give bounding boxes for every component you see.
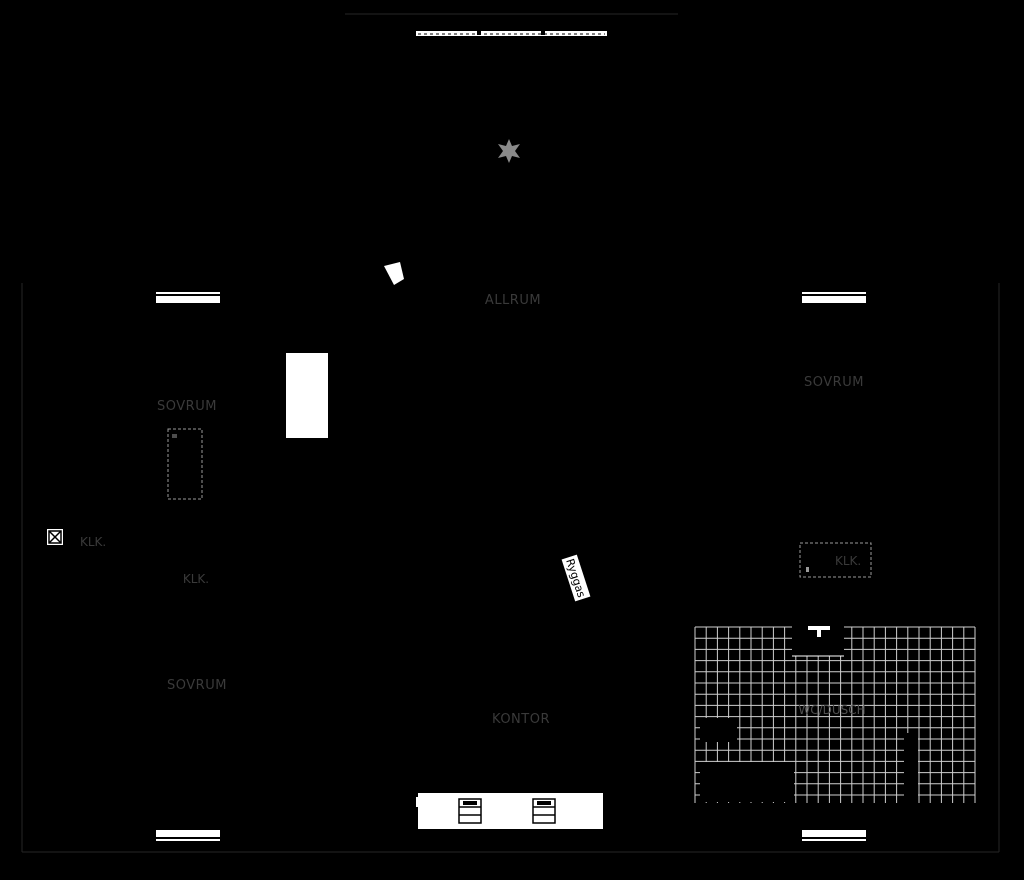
- window-lower-right: [802, 830, 866, 841]
- window-upper-left: [156, 292, 220, 303]
- room-label-allrum: ALLRUM: [485, 293, 541, 308]
- room-label-wc-dusch: WC/DUSCH: [798, 703, 865, 717]
- door-tag: [384, 262, 404, 285]
- crossed-box-icon: [47, 529, 63, 545]
- window-upper-right: [802, 292, 866, 303]
- closet-outline-right: [799, 542, 872, 578]
- bed-outline-left: [167, 428, 203, 500]
- room-label-klk-east: KLK.: [835, 554, 861, 568]
- outer-walls: [21, 13, 1000, 853]
- room-label-klk-west-outer: KLK.: [80, 535, 106, 549]
- rygg-tag: Ryggas: [561, 554, 591, 602]
- room-label-sovrum-nw: SOVRUM: [157, 399, 217, 414]
- stove-icon: [458, 798, 482, 824]
- room-label-kontor: KONTOR: [492, 712, 550, 727]
- room-label-sovrum-ne: SOVRUM: [804, 375, 864, 390]
- stove-icon: [532, 798, 556, 824]
- window-top: [416, 29, 607, 36]
- chimney-block: [286, 353, 328, 438]
- room-label-sovrum-sw: SOVRUM: [167, 678, 227, 693]
- fan-icon: [498, 139, 520, 163]
- sink-icon: [792, 626, 844, 657]
- room-label-klk-west-inner: KLK.: [183, 572, 209, 586]
- window-lower-left: [156, 830, 220, 841]
- kitchen-counter: [416, 793, 603, 829]
